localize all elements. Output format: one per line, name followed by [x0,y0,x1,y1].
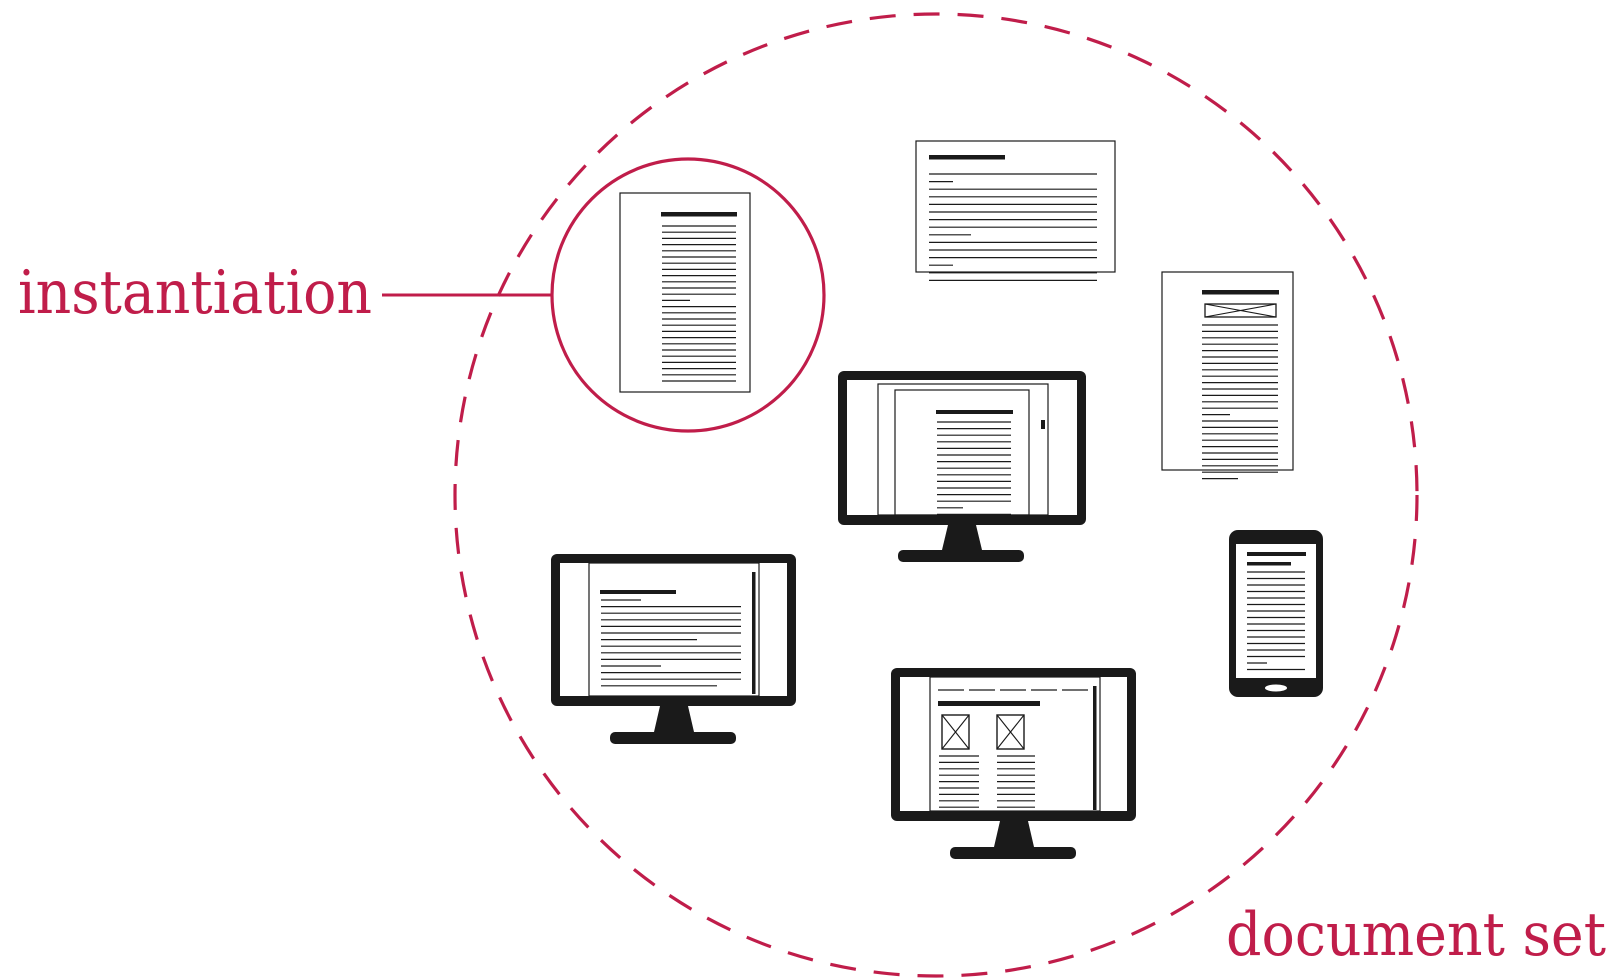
portrait-page-with-image [1161,271,1294,480]
image-placeholder-icon [996,714,1025,750]
home-button-icon [1265,684,1287,692]
monitor-wide-text [551,554,796,744]
highlighted-instantiation-page [619,192,751,393]
monitor-centered-column [838,371,1086,562]
document-set-boundary [453,12,1419,978]
phone-document [1229,530,1323,697]
document-set-label: document set [1226,900,1606,970]
image-placeholder-icon [1204,303,1277,318]
instantiation-label: instantiation [18,258,372,328]
monitor-two-column-images [891,668,1136,859]
image-placeholder-icon [941,714,970,750]
landscape-printout [915,140,1116,281]
